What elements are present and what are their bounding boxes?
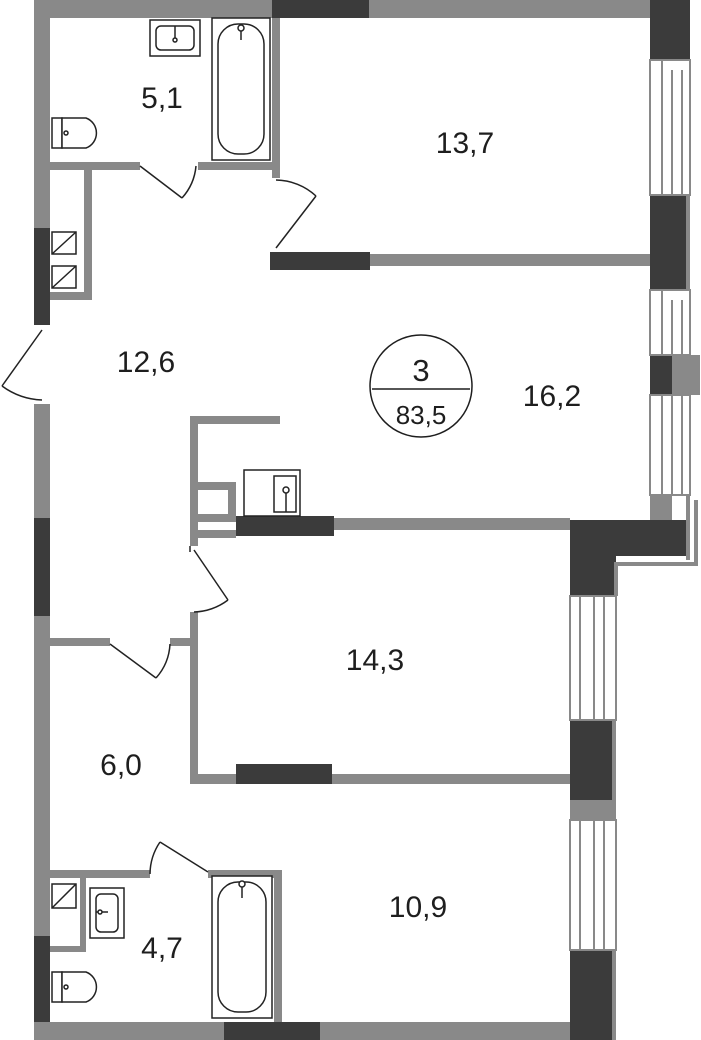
window-living-2 [649,394,691,496]
sink-central [243,469,301,517]
wall-bath-bottom-top-b [208,870,282,878]
washer-closet-1 [51,231,77,255]
wall-corner-outline [614,500,698,596]
wall-bedroom-top [370,254,650,266]
room-area-bathroom-top: 5,1 [141,82,183,115]
wall-corner-step-lower [570,556,616,596]
sink-bottom [89,887,125,939]
door-bedroom-top [275,179,317,249]
wall-block-left [190,416,198,546]
walls [34,0,700,1040]
area-badge: 3 83,5 [369,334,473,438]
wall-bedroom-top-dark [270,252,370,270]
window-bedroom-bottom [569,819,617,951]
door-bathroom-top [139,165,197,199]
sink-top [149,19,201,57]
badge-total-area: 83,5 [396,400,447,430]
door-bathroom-bottom [149,841,209,875]
washer-closet-2 [51,265,77,289]
wall-bath-bottom-niche-right [80,878,86,952]
doors [1,165,317,875]
wall-right-pier-3 [650,495,672,520]
wall-block-inner-right [228,482,236,522]
wall-left-dark-2 [34,518,50,618]
wall-block-inner-top [198,482,236,490]
wall-bath-bottom-niche [50,946,86,952]
wall-bottom-left [34,1022,224,1040]
wall-bedroom-mid-top-a [198,530,236,538]
wall-right-pier-2 [650,355,672,395]
wall-corner-top-right [650,0,690,60]
wall-bath-top-bottom-b [198,162,280,170]
bathtub-bottom [211,875,273,1019]
wall-top-right [369,0,650,18]
room-area-bathroom-bottom: 4,7 [141,932,183,965]
window-living-1 [649,289,691,356]
wall-bedroom-mid-bottom [190,774,236,784]
toilet-top [51,117,98,149]
wall-bedroom-mid-bottom-b [332,774,570,784]
wall-right-pier-1 [650,195,690,290]
wall-corner-step [570,520,686,556]
wall-niche-right [84,170,92,298]
door-corridor [109,643,171,679]
wall-left-dark-3 [34,936,50,1040]
room-area-hallway: 12,6 [117,346,175,379]
room-area-bedroom-middle: 14,3 [346,644,404,677]
fixtures [51,17,301,1019]
wall-living-dark [236,516,334,536]
wall-right-lower-pier-1 [570,720,616,800]
room-area-bedroom-bottom: 10,9 [389,891,447,924]
wall-bedroom-mid-left [190,612,198,782]
room-area-bedroom-top: 13,7 [436,127,494,160]
wall-top-left [34,0,272,18]
toilet-bottom [51,971,98,1003]
badge-circle [369,334,473,438]
badge-room-count: 3 [412,353,429,388]
window-bedroom-middle [569,595,617,721]
wall-left-lower [34,616,50,938]
room-area-corridor: 6,0 [100,749,142,782]
room-labels: 5,1 13,7 12,6 16,2 14,3 6,0 10,9 4,7 [100,82,581,965]
wall-bath-bottom-top [50,870,150,878]
windows [569,59,691,951]
wall-block-top [190,416,280,424]
wall-bottom-right [320,1022,570,1040]
window-bedroom-top [649,59,691,196]
wall-corridor-top [50,638,110,646]
wall-left-mid [34,404,50,520]
wall-block-bottom-left [198,514,236,522]
door-entrance [1,329,43,401]
wall-bath-bottom-right [274,870,282,1022]
bathtub-top [211,17,271,161]
wall-corridor-top-b [170,638,198,646]
wall-living [334,518,570,530]
room-area-living-room: 16,2 [523,380,581,413]
wall-left-dark-1 [34,228,50,325]
wall-bath-top-bottom-a [50,162,140,170]
window-sill-bedroom-bottom [570,800,616,820]
wall-niche-bottom [50,292,92,300]
door-bedroom-middle [193,549,229,613]
wall-left-upper [34,0,50,230]
wall-right-lower-pier-2 [570,950,616,1040]
wall-bath-top-right [272,18,280,178]
washer-bathroom-bottom [51,883,77,909]
wall-bedroom-mid-bottom-dark [236,764,332,784]
wall-top-dark [272,0,369,18]
wall-bottom-dark [224,1022,320,1040]
